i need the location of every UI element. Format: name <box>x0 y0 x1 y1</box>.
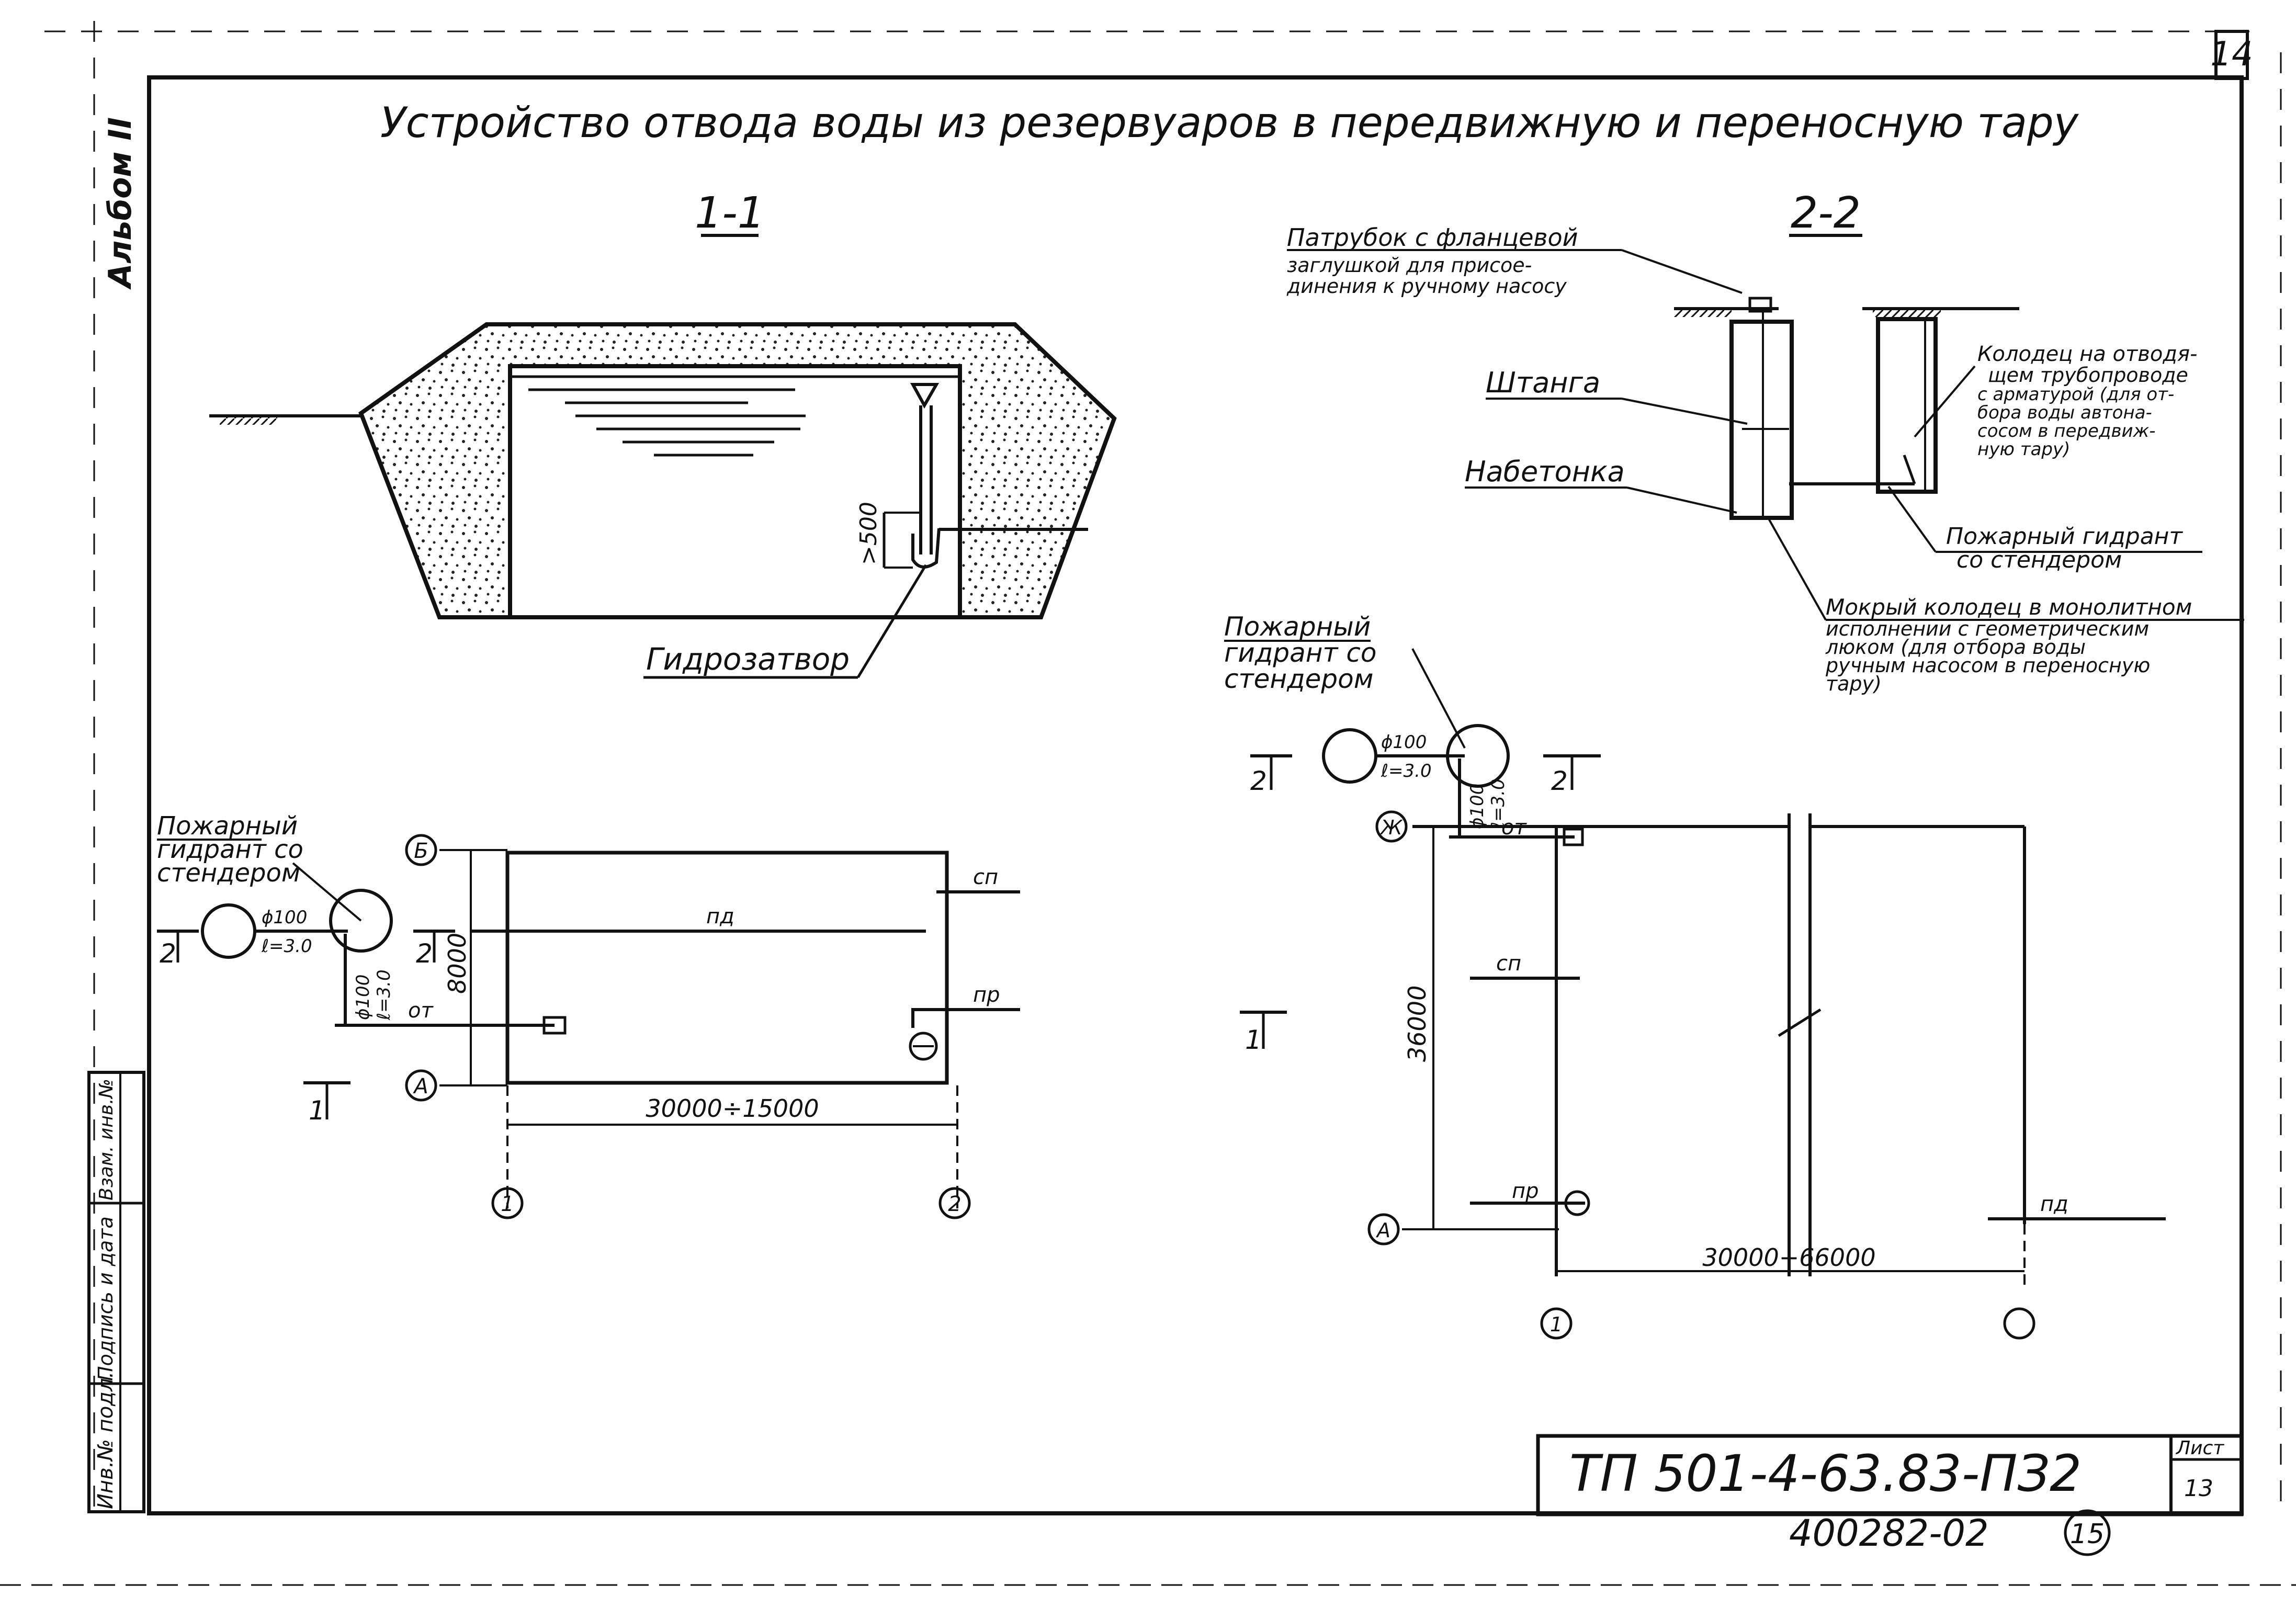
plan-2-cut-2-right: 2 <box>1543 754 1601 796</box>
footer-number: 15 <box>2070 1519 2105 1550</box>
drawing-code: ТП 501-4-63.83-ПЗ2 <box>1569 1444 2082 1503</box>
depth-dimension: >500 <box>855 502 921 569</box>
kolodec-label-5: сосом в передвиж- <box>1977 421 2155 441</box>
plan-2-length-dim: 30000÷66000 <box>1702 1243 1875 1272</box>
plan-2-ot-label: от <box>1501 816 1527 840</box>
kolodec-label-3: с арматурой (для от- <box>1977 384 2174 405</box>
axis-2: 2 <box>948 1192 961 1216</box>
side-stamp: Инв.№ подл. Подпись и дата Взам. инв.№ <box>87 1071 145 1513</box>
list-number: 13 <box>2184 1475 2213 1502</box>
plan-1-pd-label: пд <box>706 904 734 929</box>
patrubok-label-1: Патрубок с фланцевой <box>1287 223 1578 252</box>
section-1-1: 1-1 >500 <box>209 188 1117 679</box>
axis-1: 1 <box>501 1192 514 1216</box>
side-stamp-inv: Инв.№ подл. <box>94 1372 118 1509</box>
mokryi-label-1: Мокрый колодец в монолитном <box>1826 594 2192 620</box>
depth-500-label: >500 <box>855 502 882 565</box>
plan-2-width-dim: 36000 <box>1403 986 1431 1062</box>
section-2-2: 2-2 Патрубок с фланцевой заглушкой для п… <box>1286 188 2244 695</box>
plan-2-cut-1: 1 <box>1240 1011 1287 1055</box>
plan-2-hydrant-label-3: стендером <box>1224 664 1373 694</box>
plan-1-reservoir <box>505 851 949 1085</box>
plan-2-pipe-length: ℓ=3.0 <box>1381 761 1432 782</box>
plan-1-sp-label: сп <box>973 865 998 889</box>
kolodec-label-6: ную тару) <box>1977 439 2070 460</box>
plan-1-cut-1: 1 <box>303 1081 350 1126</box>
water-lines <box>528 388 806 457</box>
gidrant-label-2: со стендером <box>1956 547 2122 573</box>
drawing-title: Устройство отвода воды из резервуаров в … <box>380 98 2079 147</box>
shtanga-label: Штанга <box>1486 366 1600 399</box>
plan-2-axis-a: А <box>1375 1219 1390 1242</box>
ground-left <box>209 414 361 425</box>
plan-2-hydrant-label-1: Пожарный <box>1224 612 1371 642</box>
plan-2-hydrant-label-2: гидрант со <box>1224 638 1377 668</box>
plan-2-cut-2-left-label: 2 <box>1250 766 1267 796</box>
plan-1-cut-1-label: 1 <box>309 1095 325 1126</box>
wet-well <box>1729 320 1794 520</box>
mokryi-label-3: люком (для отбора воды <box>1825 636 2086 659</box>
plan-1-cut-2-right: 2 <box>413 930 455 969</box>
plan-2-vert-length: ℓ=3.0 <box>1488 778 1509 830</box>
plan-1-width-dim: 8000 <box>443 933 471 994</box>
water-seal-label: Гидрозатвор <box>646 641 850 677</box>
nabetonka-label: Набетонка <box>1465 455 1625 488</box>
plan-1-pump-well <box>201 903 256 959</box>
plan-1-pipe-length: ℓ=3.0 <box>261 936 312 957</box>
axis-b: Б <box>414 839 428 863</box>
title-block: ТП 501-4-63.83-ПЗ2 Лист 13 <box>1536 1434 2244 1516</box>
side-stamp-signature: Подпись и дата <box>94 1216 117 1381</box>
plan-2-vert-diameter: ϕ100 <box>1467 784 1488 829</box>
axis-zh: Ж <box>1380 816 1404 839</box>
plan-1-ot-label: от <box>408 999 434 1023</box>
kolodec-label-2: щем трубопроводе <box>1988 364 2188 387</box>
plan-2-sp-label: сп <box>1496 952 1521 976</box>
plan-2-cut-1-label: 1 <box>1245 1025 1262 1055</box>
plan-1-length-dim: 30000÷15000 <box>646 1094 819 1123</box>
plan-2-pump-well <box>1322 728 1377 784</box>
section-2-label: 2-2 <box>1791 188 1861 238</box>
plan-2-pipe-diameter: ϕ100 <box>1381 732 1427 753</box>
axis-a: А <box>412 1074 428 1099</box>
plan-1-vert-length: ℓ=3.0 <box>374 969 394 1021</box>
patrubok-label-2: заглушкой для присое- <box>1287 254 1532 277</box>
plan-2-cut-2-left: 2 <box>1250 754 1292 796</box>
footer-code: 400282-02 <box>1789 1512 1989 1555</box>
plan-1-cut-2-left-label: 2 <box>160 938 176 969</box>
mokryi-label-4: ручным насосом в переносную <box>1825 654 2150 677</box>
water-seal-standpipe <box>910 383 1088 569</box>
plan-1-cut-2-left: 2 <box>157 930 199 969</box>
plan-1-vert-diameter: ϕ100 <box>353 975 374 1020</box>
album-label: Альбом II <box>102 117 139 290</box>
mokryi-label-2: исполнении с геометрическим <box>1826 617 2149 640</box>
section-1-label: 1-1 <box>695 188 765 238</box>
valve-well <box>1876 317 1938 494</box>
reservoir-tank <box>508 364 962 619</box>
mokryi-label-5: тару) <box>1826 672 1882 695</box>
plan-2-cut-2-right-label: 2 <box>1551 766 1568 796</box>
plan-1-hydrant-well <box>329 889 393 953</box>
sheet-number: 14 <box>2210 35 2253 74</box>
plan-2: Ж А 36000 30000÷66000 1 ϕ100 ℓ=3.0 ϕ100 … <box>1224 612 2166 1340</box>
sheet-frame: 14 <box>0 21 2296 1586</box>
kolodec-label-4: бора воды автона- <box>1977 402 2152 423</box>
plan-1-hydrant-label-1: Пожарный <box>157 811 298 841</box>
plan-1-pipe-diameter: ϕ100 <box>262 907 307 928</box>
list-label: Лист <box>2175 1437 2224 1459</box>
side-stamp-replace: Взам. инв.№ <box>96 1079 117 1201</box>
patrubok-label-3: динения к ручному насосу <box>1286 275 1567 298</box>
plan-1: Б А 8000 30000÷15000 1 2 ϕ100 ℓ=3.0 ϕ100… <box>157 811 1020 1219</box>
kolodec-label-1: Колодец на отводя- <box>1977 342 2197 366</box>
plan-1-cut-2-right-label: 2 <box>416 938 433 969</box>
gidrant-label-1: Пожарный гидрант <box>1946 523 2183 550</box>
plan-1-pr-label: пр <box>973 983 1000 1007</box>
plan-2-axis-1: 1 <box>1550 1313 1563 1336</box>
plan-2-pr-label: пр <box>1512 1179 1539 1203</box>
plan-1-hydrant-label-3: стендером <box>157 858 300 888</box>
plan-2-pd-label: пд <box>2040 1192 2068 1216</box>
